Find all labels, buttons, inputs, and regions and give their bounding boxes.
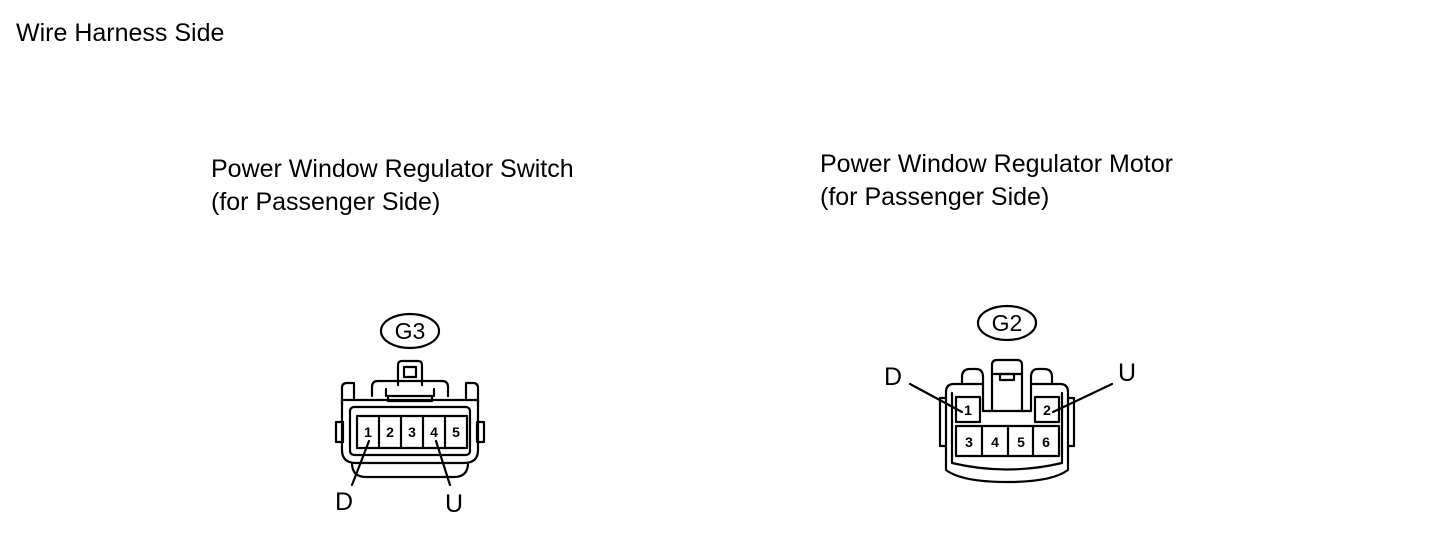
g3-pin-2: 2 (386, 424, 394, 440)
g2-u-leader (1051, 382, 1114, 414)
switch-title-line1: Power Window Regulator Switch (211, 155, 574, 183)
g2-pin-5: 5 (1017, 434, 1025, 450)
g3-d-leader (350, 439, 371, 487)
motor-title-line1: Power Window Regulator Motor (820, 150, 1173, 178)
g2-pin-4: 4 (991, 434, 999, 450)
motor-title: Power Window Regulator Motor (for Passen… (820, 148, 1173, 214)
g2-callout-d: D (884, 363, 902, 391)
motor-title-line2: (for Passenger Side) (820, 183, 1050, 211)
g2-code: G2 (992, 310, 1023, 336)
g2-pin-6: 6 (1042, 434, 1050, 450)
switch-title-line2: (for Passenger Side) (211, 188, 441, 216)
g3-callout-d: D (335, 488, 353, 516)
g2-d-leader (908, 382, 964, 414)
g2-pin-1: 1 (964, 402, 972, 418)
g2-pin-2: 2 (1043, 402, 1051, 418)
switch-connector (334, 312, 486, 487)
g2-code-oval (976, 304, 1038, 342)
g3-pin-1: 1 (364, 424, 372, 440)
g3-code: G3 (395, 318, 426, 344)
motor-connector (908, 304, 1114, 484)
g3-callout-u: U (445, 490, 463, 518)
g3-u-leader (434, 439, 452, 487)
page-title: Wire Harness Side (16, 19, 225, 47)
g2-callout-u: U (1118, 359, 1136, 387)
g2-pin-3: 3 (965, 434, 973, 450)
g3-pin-4: 4 (430, 424, 438, 440)
switch-title: Power Window Regulator Switch (for Passe… (211, 153, 574, 219)
g3-pin-3: 3 (408, 424, 416, 440)
g3-code-oval (379, 312, 441, 350)
g3-pin-5: 5 (452, 424, 460, 440)
